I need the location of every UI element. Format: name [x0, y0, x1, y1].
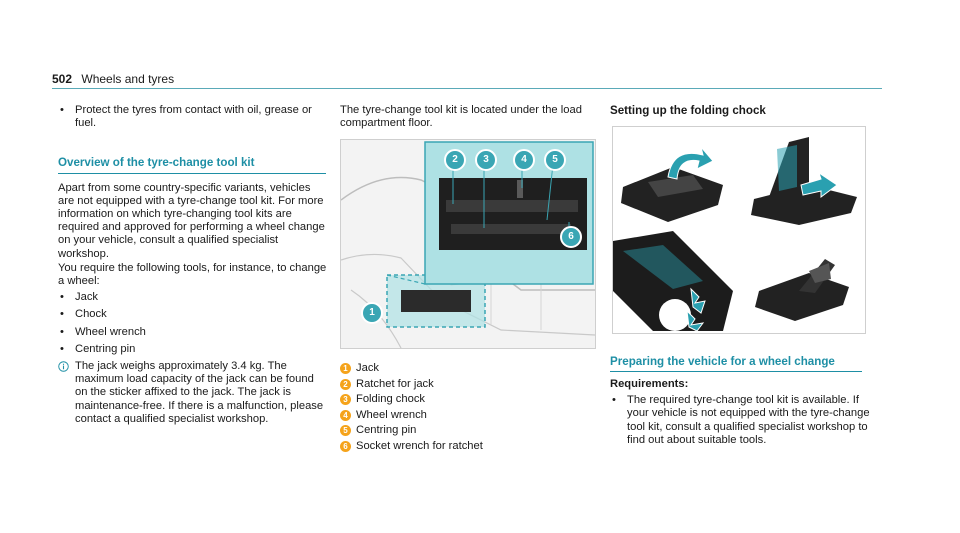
- legend-item: 6 Socket wrench for ratchet: [340, 439, 483, 455]
- requirement-item: The required tyre-change tool kit is ava…: [610, 394, 870, 447]
- callout-4: 4: [513, 149, 535, 171]
- chock-step-1-image: [621, 146, 723, 222]
- figure-legend: 1 Jack 2 Ratchet for jack 3 Folding chock 4…: [340, 361, 483, 455]
- chock-figure: [612, 126, 866, 334]
- requirements-heading: Requirements:: [610, 378, 689, 390]
- intro-bullet: Protect the tyres from contact with oil,…: [58, 104, 328, 130]
- legend-number: 3: [340, 394, 351, 406]
- page-header: 502 Wheels and tyres: [52, 72, 174, 86]
- legend-number: 6: [340, 440, 351, 452]
- list-item: Jack: [58, 291, 328, 304]
- trunk-illustration: [341, 140, 595, 348]
- callout-3: 3: [475, 149, 497, 171]
- chock-step-2: [739, 127, 864, 229]
- legend-item: 3 Folding chock: [340, 392, 483, 408]
- overview-paragraph: Apart from some country-specific variant…: [58, 181, 325, 260]
- chock-step-2-image: [751, 137, 857, 225]
- callout-5: 5: [544, 149, 566, 171]
- tools-intro: You require the following tools, for ins…: [58, 261, 327, 288]
- chock-step-4-image: [755, 259, 849, 321]
- legend-item: 5 Centring pin: [340, 423, 483, 439]
- list-item: Chock: [58, 308, 328, 321]
- requirements: Requirements: The required tyre-change t…: [610, 378, 870, 447]
- info-icon: [58, 361, 69, 372]
- legend-label: Folding chock: [356, 393, 426, 406]
- section-title-overview: Overview of the tyre-change tool kit: [58, 156, 326, 174]
- section-name: Wheels and tyres: [81, 72, 175, 86]
- trunk-figure: 2 3 4 5 6 1: [340, 139, 596, 349]
- chock-step-3: [613, 231, 738, 333]
- info-note: The jack weighs approximately 3.4 kg. Th…: [58, 360, 328, 426]
- legend-number: 2: [340, 378, 351, 390]
- column-1: Protect the tyres from contact with oil,…: [58, 104, 328, 426]
- callout-1: 1: [361, 302, 383, 324]
- list-item: Wheel wrench: [58, 326, 328, 339]
- chock-heading: Setting up the folding chock: [610, 104, 766, 117]
- legend-number: 5: [340, 425, 351, 437]
- legend-number: 1: [340, 363, 351, 374]
- column-2-intro: The tyre-change tool kit is located unde…: [340, 104, 582, 130]
- legend-item: 4 Wheel wrench: [340, 408, 483, 424]
- legend-item: 1 Jack: [340, 361, 483, 377]
- chock-step-3-image: [613, 231, 733, 332]
- chock-step-4: [739, 231, 864, 333]
- legend-number: 4: [340, 409, 351, 421]
- legend-item: 2 Ratchet for jack: [340, 377, 483, 393]
- page-number: 502: [52, 72, 73, 86]
- legend-label: Socket wrench for ratchet: [356, 439, 483, 452]
- chock-step-1: [613, 127, 738, 229]
- callout-6: 6: [560, 226, 582, 248]
- legend-label: Jack: [356, 362, 380, 374]
- section-title-preparing: Preparing the vehicle for a wheel change: [610, 355, 862, 372]
- header-divider: [52, 88, 882, 89]
- legend-label: Ratchet for jack: [356, 377, 434, 390]
- legend-label: Wheel wrench: [356, 408, 427, 421]
- note-text: The jack weighs approximately 3.4 kg. Th…: [75, 360, 324, 425]
- callout-2: 2: [444, 149, 466, 171]
- legend-label: Centring pin: [356, 424, 417, 437]
- list-item: Centring pin: [58, 343, 328, 356]
- tools-list: Jack Chock Wheel wrench Centring pin: [58, 291, 328, 356]
